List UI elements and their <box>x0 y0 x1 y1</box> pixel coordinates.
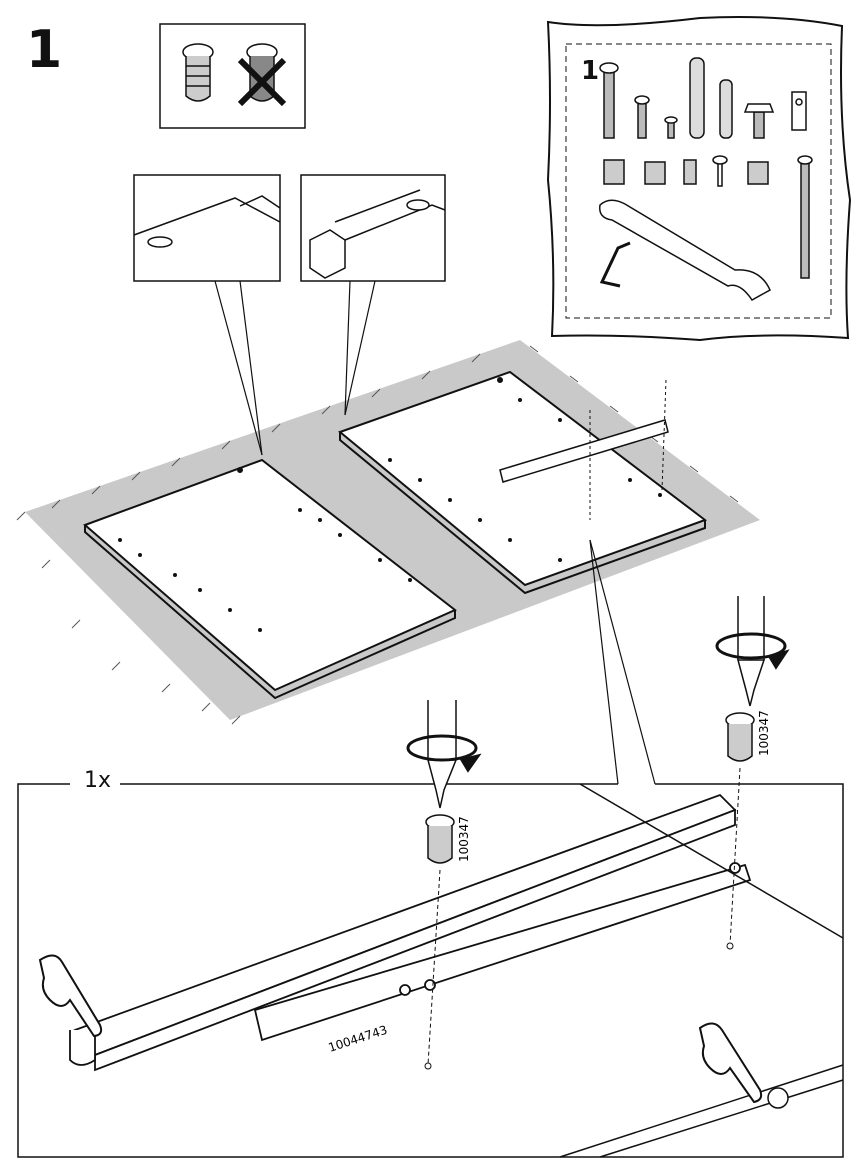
pointing-hand-icon <box>38 954 763 1104</box>
right-panel <box>338 370 708 595</box>
quantity-label: 1x <box>80 770 116 792</box>
detail-left-view <box>133 174 281 282</box>
screwdriver-icon <box>427 596 766 809</box>
insertion-guides <box>427 767 741 1066</box>
hardware-bag-step-number: 1 <box>581 56 600 86</box>
rotate-clockwise-icon <box>406 632 790 773</box>
screw-part-number-right: 100347 <box>757 710 771 756</box>
panel-edge <box>559 783 844 1158</box>
detail-right-view <box>300 174 446 282</box>
detail-frame <box>17 783 844 1158</box>
callout-leaders <box>214 280 656 785</box>
crossed-out-screw-icon <box>237 43 287 107</box>
hardware-bag <box>546 16 852 342</box>
step-number: 1 <box>26 20 63 80</box>
cam-screw <box>425 712 755 864</box>
screw-part-number-left: 100347 <box>457 816 471 862</box>
runner-part-number: 10044743 <box>327 1023 389 1055</box>
drawer-runner <box>69 793 752 1072</box>
screw-icon <box>182 43 214 102</box>
screw-type-callout <box>159 23 306 129</box>
left-panel <box>83 458 457 700</box>
